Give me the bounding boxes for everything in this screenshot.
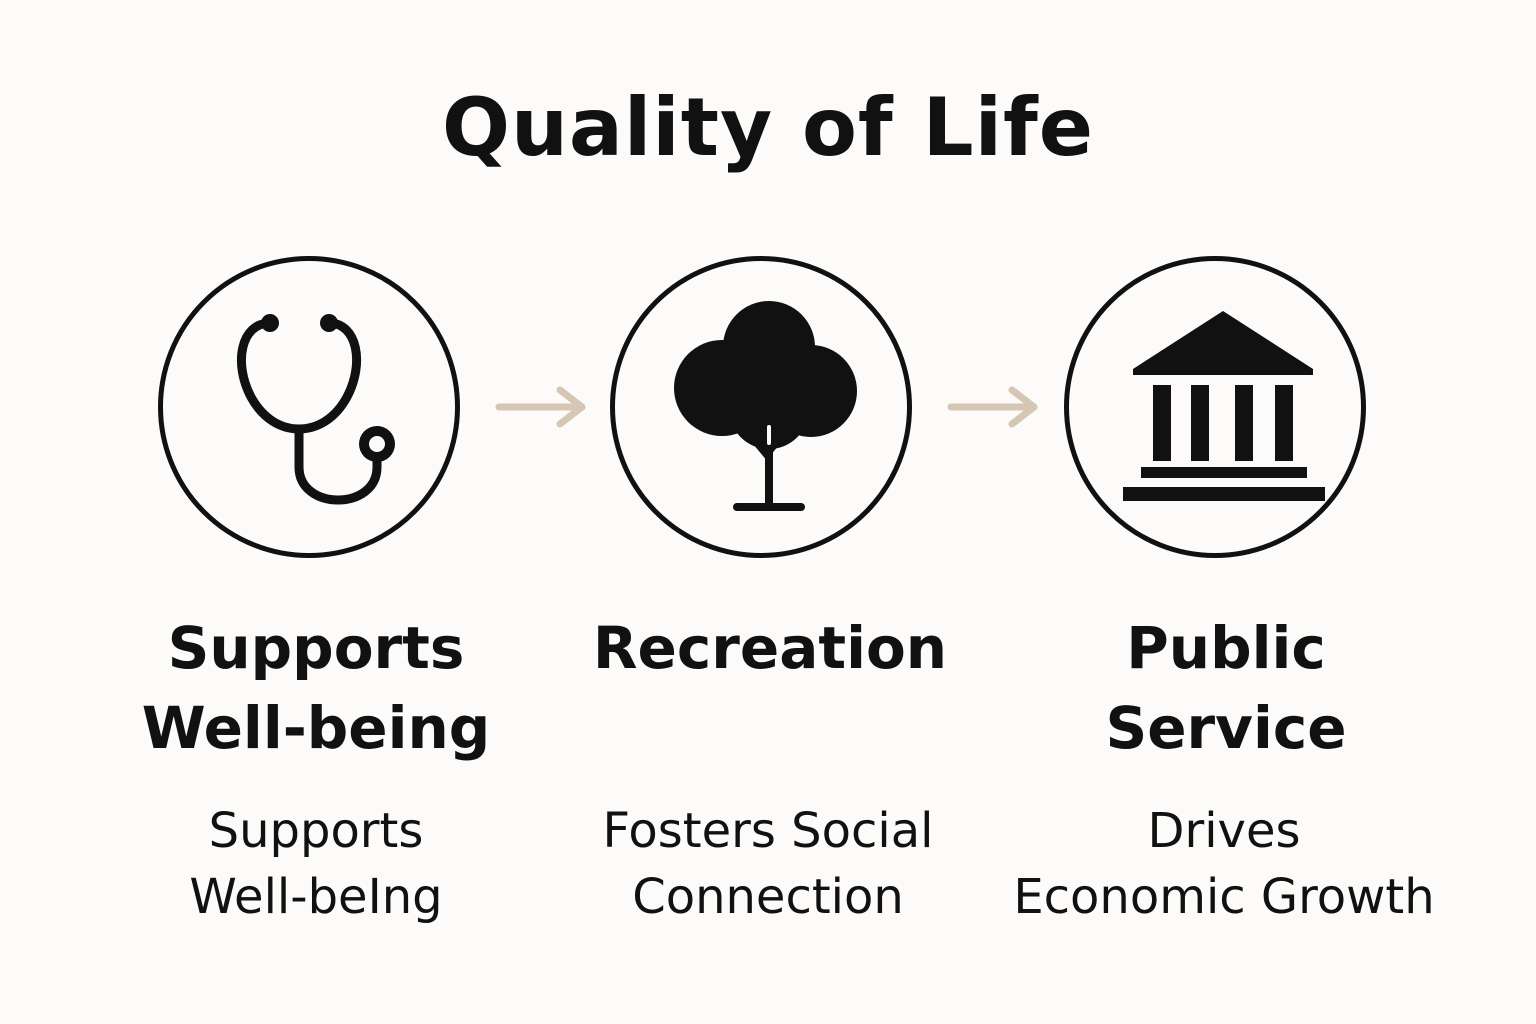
step-3-description: Drives Economic Growth	[1013, 803, 1435, 925]
arrow-right-icon	[495, 386, 586, 428]
diagram-title: Quality of Life	[441, 81, 1095, 174]
step-3-circle	[1064, 256, 1366, 558]
step-2-heading: Recreation	[592, 614, 948, 682]
tree-icon	[674, 301, 857, 511]
step-2-circle	[610, 256, 912, 558]
step-3-heading: Public Service	[1105, 614, 1347, 762]
step-1-heading: Supports Well-being	[141, 614, 491, 762]
step-2-description: Fosters Social Connection	[602, 803, 934, 925]
stethoscope-icon	[236, 314, 395, 505]
step-1-description: Supports Well-beIng	[189, 803, 443, 925]
step-1-circle	[158, 256, 460, 558]
arrow-right-icon	[947, 386, 1038, 428]
government-building-icon	[1123, 311, 1325, 501]
